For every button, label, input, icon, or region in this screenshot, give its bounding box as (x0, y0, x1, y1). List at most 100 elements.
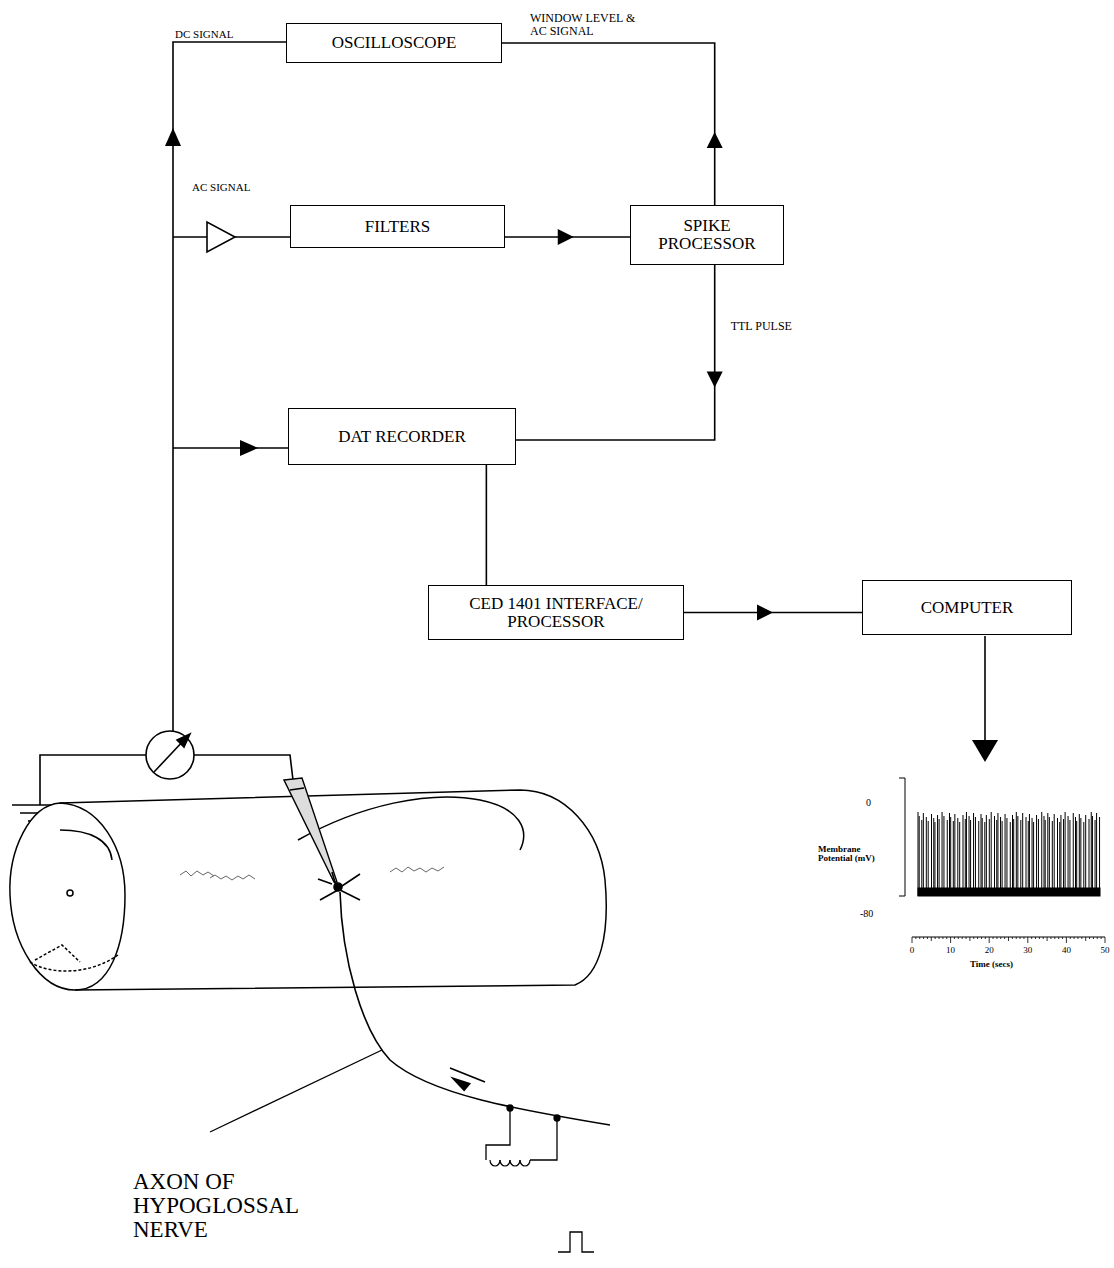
axis-ticks (912, 937, 1105, 943)
axis-tick (989, 937, 990, 943)
axis-tick (923, 937, 924, 939)
axis-label: 40 (1062, 946, 1071, 955)
axis-tick (915, 937, 916, 939)
axis-tick (958, 937, 959, 939)
axis-tick (1043, 937, 1044, 939)
spike-line (1029, 814, 1030, 896)
axis-tick (1054, 937, 1055, 939)
spike-line (996, 820, 997, 896)
spike-line (1076, 821, 1077, 896)
spike-line (1075, 817, 1076, 896)
signal-connector (486, 465, 487, 585)
axis-tick (1020, 937, 1021, 939)
leader-line (210, 1050, 382, 1132)
spike-line (1079, 814, 1080, 896)
axis-tick (973, 937, 974, 939)
spike-line (937, 815, 938, 896)
spike-line (963, 815, 964, 896)
spike-line (994, 816, 995, 896)
spike-line (966, 812, 967, 896)
axis-label: 50 (1101, 946, 1110, 955)
axis-tick (1027, 937, 1028, 943)
spike-line (1089, 819, 1090, 896)
spike-line (984, 822, 985, 896)
ac-wire (173, 236, 207, 238)
part-label: AXON OF HYPOGLOSSAL NERVE (133, 1170, 323, 1242)
signal-connector (502, 43, 723, 205)
spike-line (1005, 814, 1006, 896)
spike-line (918, 812, 919, 896)
spike-train (918, 812, 1100, 896)
box-text: DAT RECORDER (338, 428, 466, 446)
dat-wire (173, 447, 288, 449)
signal-label: AC SIGNAL (192, 182, 250, 194)
spike-line (1063, 819, 1064, 896)
arrow-head (972, 740, 998, 762)
spike-line (919, 816, 920, 896)
axis-label: 0 (910, 946, 915, 955)
spike-line (1017, 816, 1018, 896)
axis-tick (1070, 937, 1071, 939)
axis-tick (1081, 937, 1082, 939)
spike-line (954, 814, 955, 896)
axis-label: 30 (1023, 946, 1032, 955)
axis-label: -80 (860, 909, 873, 920)
box-text: OSCILLOSCOPE (332, 34, 457, 52)
axis-tick (927, 937, 928, 939)
spike-line (1044, 816, 1045, 896)
axis-tick (950, 937, 951, 943)
axis-tick (996, 937, 997, 939)
spike-line (1092, 816, 1093, 896)
axis-tick (1012, 937, 1013, 939)
spike-line (1038, 819, 1039, 896)
axis-tick (1050, 937, 1051, 939)
spike-line (965, 819, 966, 896)
axis-tick (1093, 937, 1094, 939)
spike-line (959, 822, 960, 896)
axis-tick (1074, 937, 1075, 939)
spike-line (1085, 815, 1086, 896)
axis-label: 0 (866, 798, 871, 809)
output-wire (984, 636, 986, 740)
spike-line (934, 822, 935, 896)
spike-line (1073, 813, 1074, 896)
signal-connector (684, 605, 862, 621)
signal-connector (516, 265, 723, 440)
process-box: OSCILLOSCOPE (286, 23, 502, 63)
process-box: COMPUTER (862, 580, 1072, 635)
spike-line (1016, 812, 1017, 896)
axis-tick (1047, 937, 1048, 941)
ac-wire (235, 236, 290, 238)
spike-line (950, 817, 951, 896)
axis-tick (1004, 937, 1005, 939)
axis-tick (931, 937, 932, 941)
spike-baseline (918, 888, 1100, 896)
nucleus-texture (180, 867, 444, 880)
connector-line (516, 265, 715, 440)
process-box: FILTERS (290, 205, 505, 248)
spike-line (943, 816, 944, 896)
spike-line (1060, 815, 1061, 896)
axis-tick (985, 937, 986, 939)
connector-label: TTL PULSE (729, 320, 794, 333)
axis-tick (1085, 937, 1086, 941)
axis-tick (1105, 937, 1106, 943)
axis-tick (1097, 937, 1098, 939)
spike-line (1041, 812, 1042, 896)
spike-line (991, 812, 992, 896)
coil-turn (500, 1160, 510, 1166)
spike-line (1028, 821, 1029, 896)
spike-line (1012, 815, 1013, 896)
spike-line (1091, 812, 1092, 896)
box-text: COMPUTER (921, 599, 1014, 617)
spike-line (1002, 821, 1003, 896)
axis-tick (1066, 937, 1067, 943)
coil-turn (520, 1160, 530, 1166)
axis-tick (1016, 937, 1017, 939)
signal-connector (505, 229, 630, 245)
axis-tick (962, 937, 963, 939)
arrow-head (165, 128, 181, 146)
motoneuron (318, 872, 610, 1125)
spike-line (997, 813, 998, 896)
dc-wire (173, 42, 286, 731)
